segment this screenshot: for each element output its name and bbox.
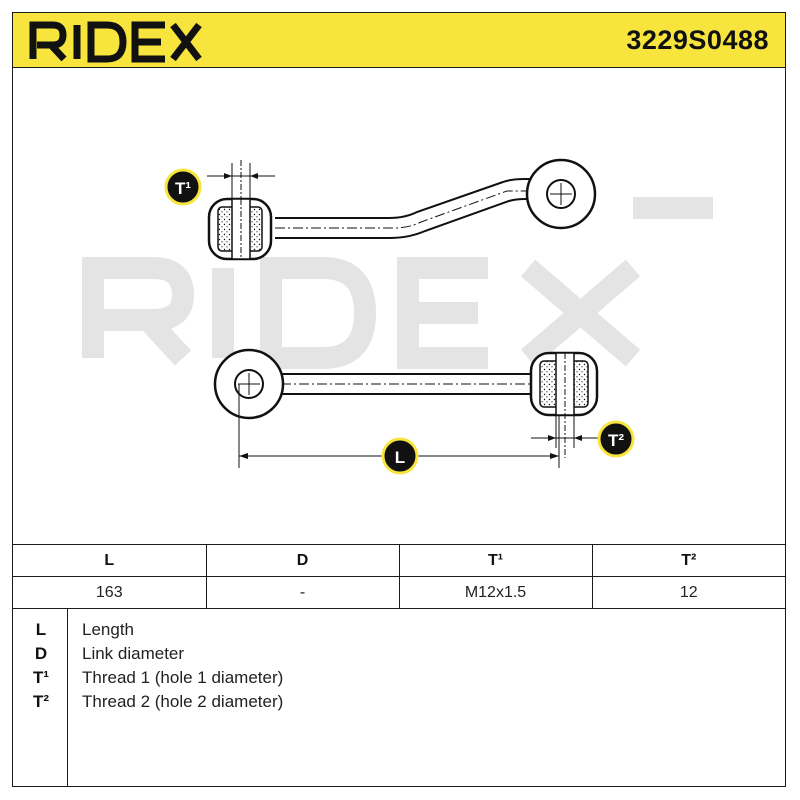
legend-divider (67, 608, 68, 787)
legend-label: Link diameter (82, 644, 185, 663)
legend-key: L (35, 620, 47, 639)
top-link (207, 158, 597, 261)
product-sheet: 3229S0488 (12, 12, 786, 787)
callout-l: L (381, 437, 419, 475)
callout-t1-label: T¹ (175, 179, 191, 198)
spec-header-d: D (205, 544, 400, 577)
spec-header-t2: T² (591, 544, 785, 577)
legend-key: T² (32, 692, 50, 711)
legend-item: T² Thread 2 (hole 2 diameter) (13, 692, 785, 716)
callout-l-label: L (395, 448, 405, 467)
callout-t1: T¹ (164, 168, 202, 206)
spec-value-l: 163 (13, 576, 207, 609)
spec-header-row: L D T¹ T² (13, 544, 785, 577)
legend-item: T¹ Thread 1 (hole 1 diameter) (13, 668, 785, 692)
spec-header-l: L (13, 544, 207, 577)
legend-key: D (34, 644, 48, 663)
part-number: 3229S0488 (626, 25, 769, 55)
spec-value-t1: M12x1.5 (398, 576, 593, 609)
technical-drawing: T¹ T² L (82, 158, 713, 475)
callout-t2-label: T² (608, 431, 624, 450)
legend-item: L Length (13, 620, 785, 644)
legend-label: Thread 1 (hole 1 diameter) (82, 668, 284, 687)
header-bar: 3229S0488 (13, 13, 785, 68)
spec-value-d: - (205, 576, 400, 609)
spec-value-row: 163 - M12x1.5 12 (13, 576, 785, 609)
ridex-watermark (82, 197, 713, 369)
spec-table: L D T¹ T² 163 - M12x1.5 12 (13, 544, 785, 609)
legend-item: D Link diameter (13, 644, 785, 668)
spec-value-t2: 12 (591, 576, 785, 609)
legend-key: T¹ (32, 668, 50, 687)
legend-label: Thread 2 (hole 2 diameter) (82, 692, 284, 711)
legend-label: Length (82, 620, 134, 639)
ridex-logo (29, 21, 202, 63)
callout-t2: T² (597, 420, 635, 458)
spec-header-t1: T¹ (398, 544, 593, 577)
legend: L Length D Link diameter T¹ Thread 1 (ho… (13, 608, 785, 787)
